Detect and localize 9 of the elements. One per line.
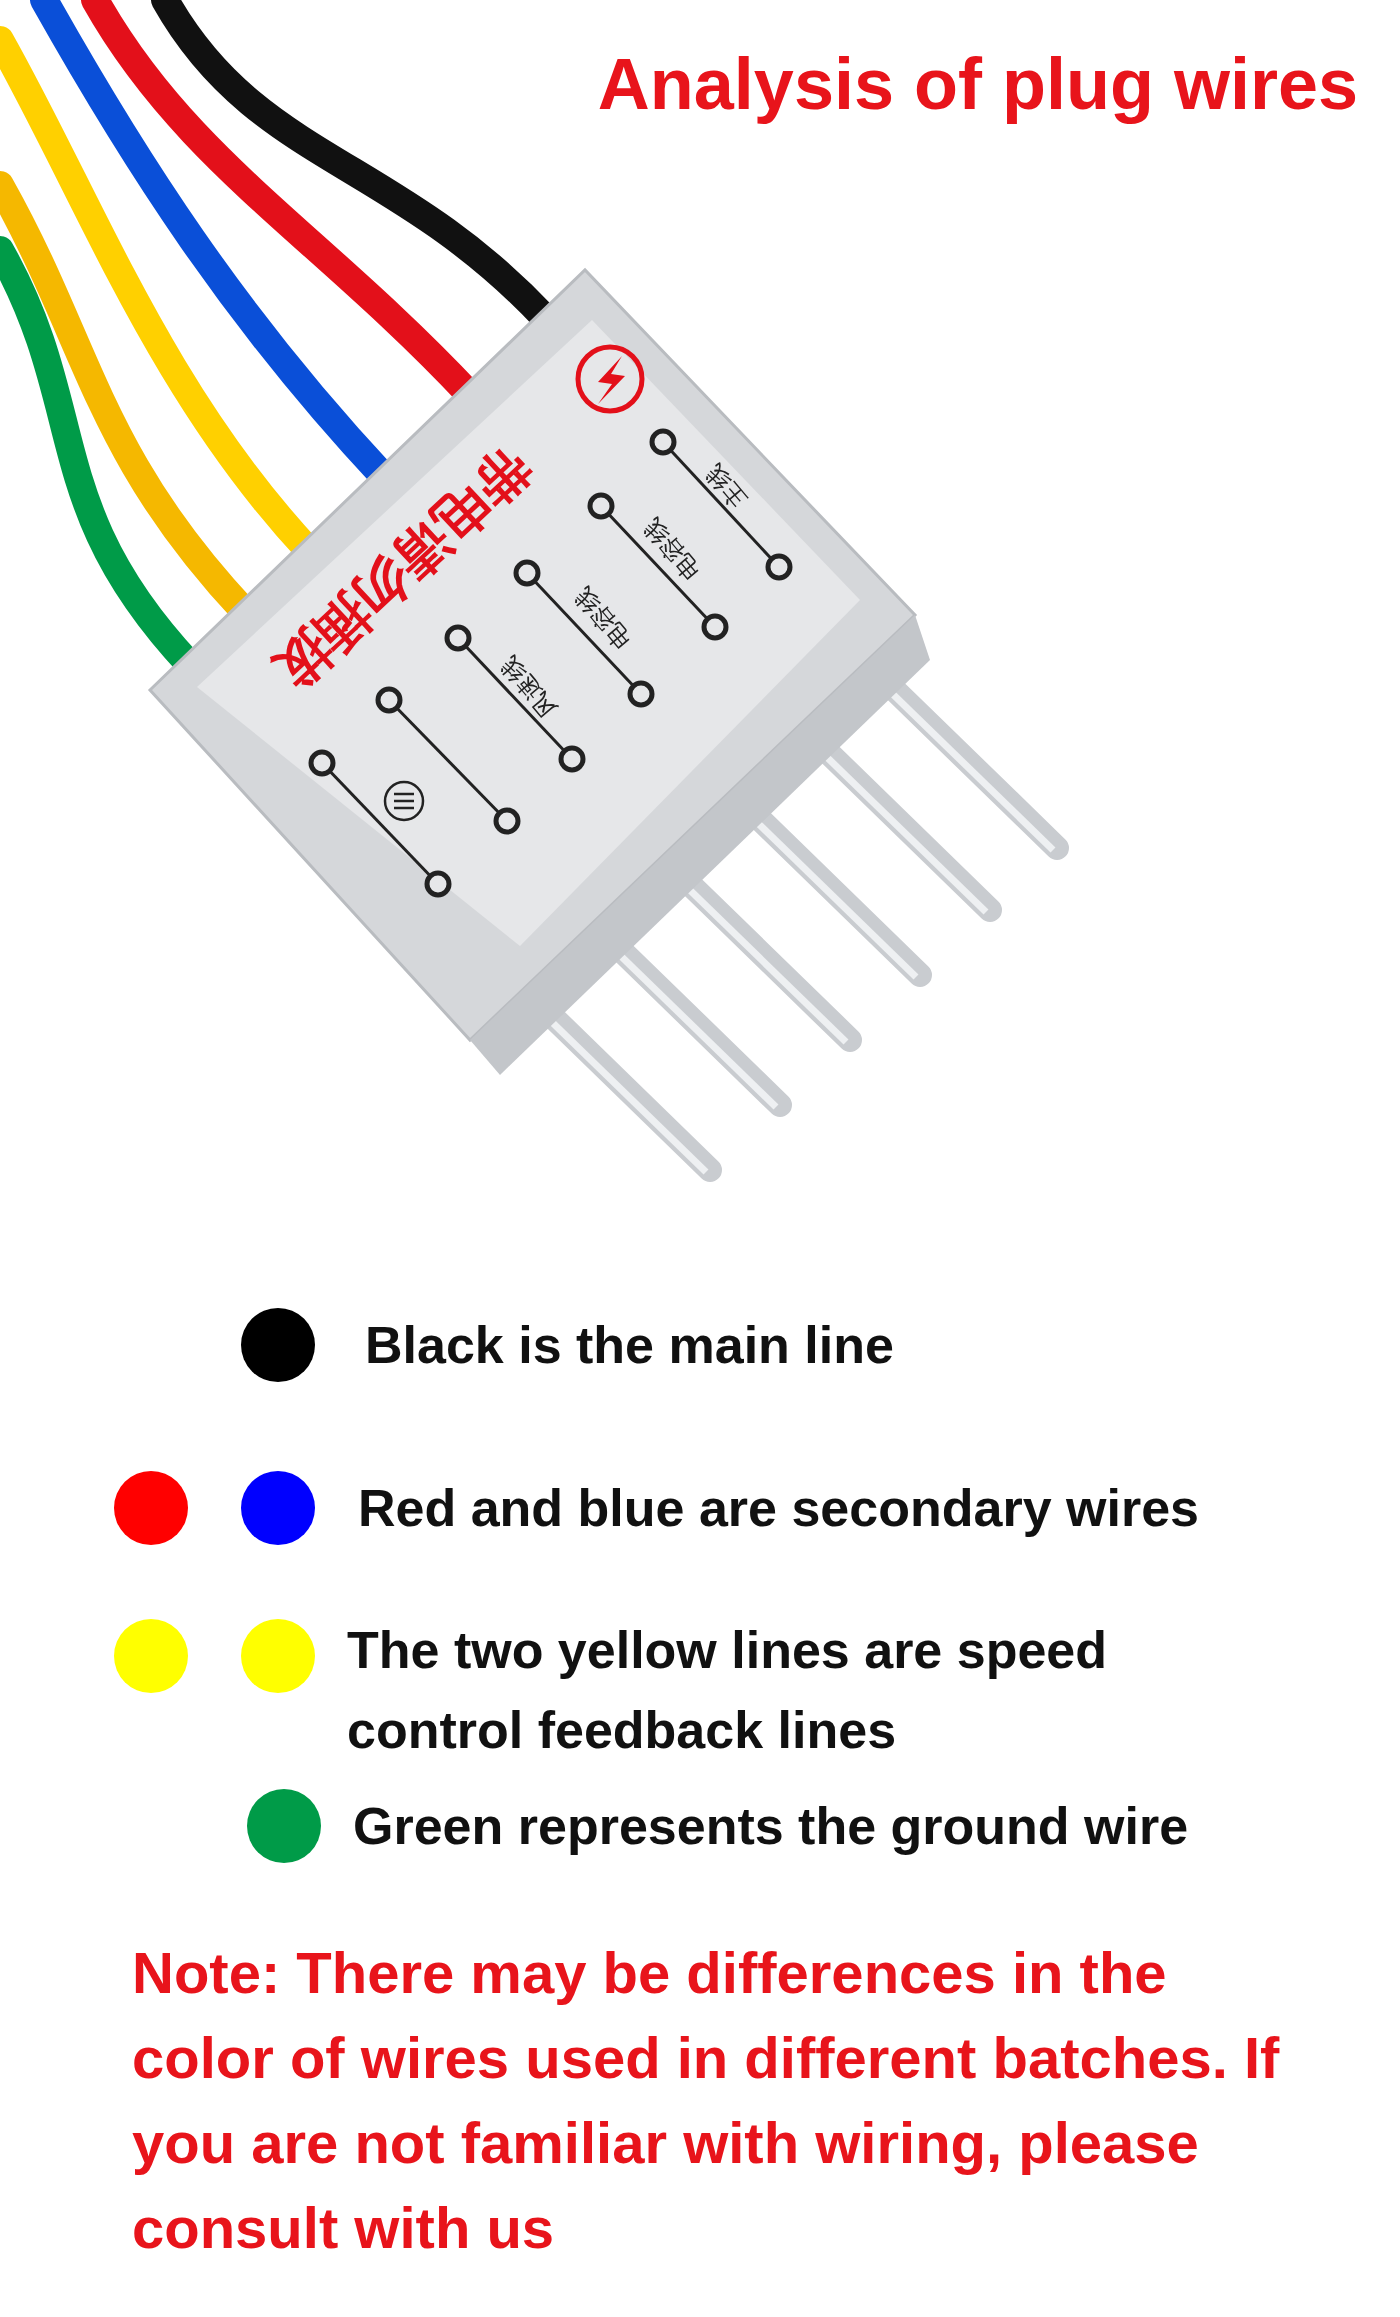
pin-label: 电容线 (639, 513, 705, 585)
legend-text: Red and blue are secondary wires (358, 1478, 1200, 1539)
pin-label: 主线 (701, 459, 751, 513)
legend-text: The two yellow lines are speed control feedback lines (347, 1620, 1109, 1761)
legend-text: Black is the main line (365, 1315, 895, 1376)
note-text: Note: There may be differences in the color of wires used in different batches. If you are not familiar with wiring, please consult with us (132, 1939, 1281, 2262)
pin-label: 电容线 (570, 582, 636, 654)
legend-text: Green represents the ground wire (353, 1796, 1190, 1857)
pin-label: 风速线 (496, 651, 562, 723)
